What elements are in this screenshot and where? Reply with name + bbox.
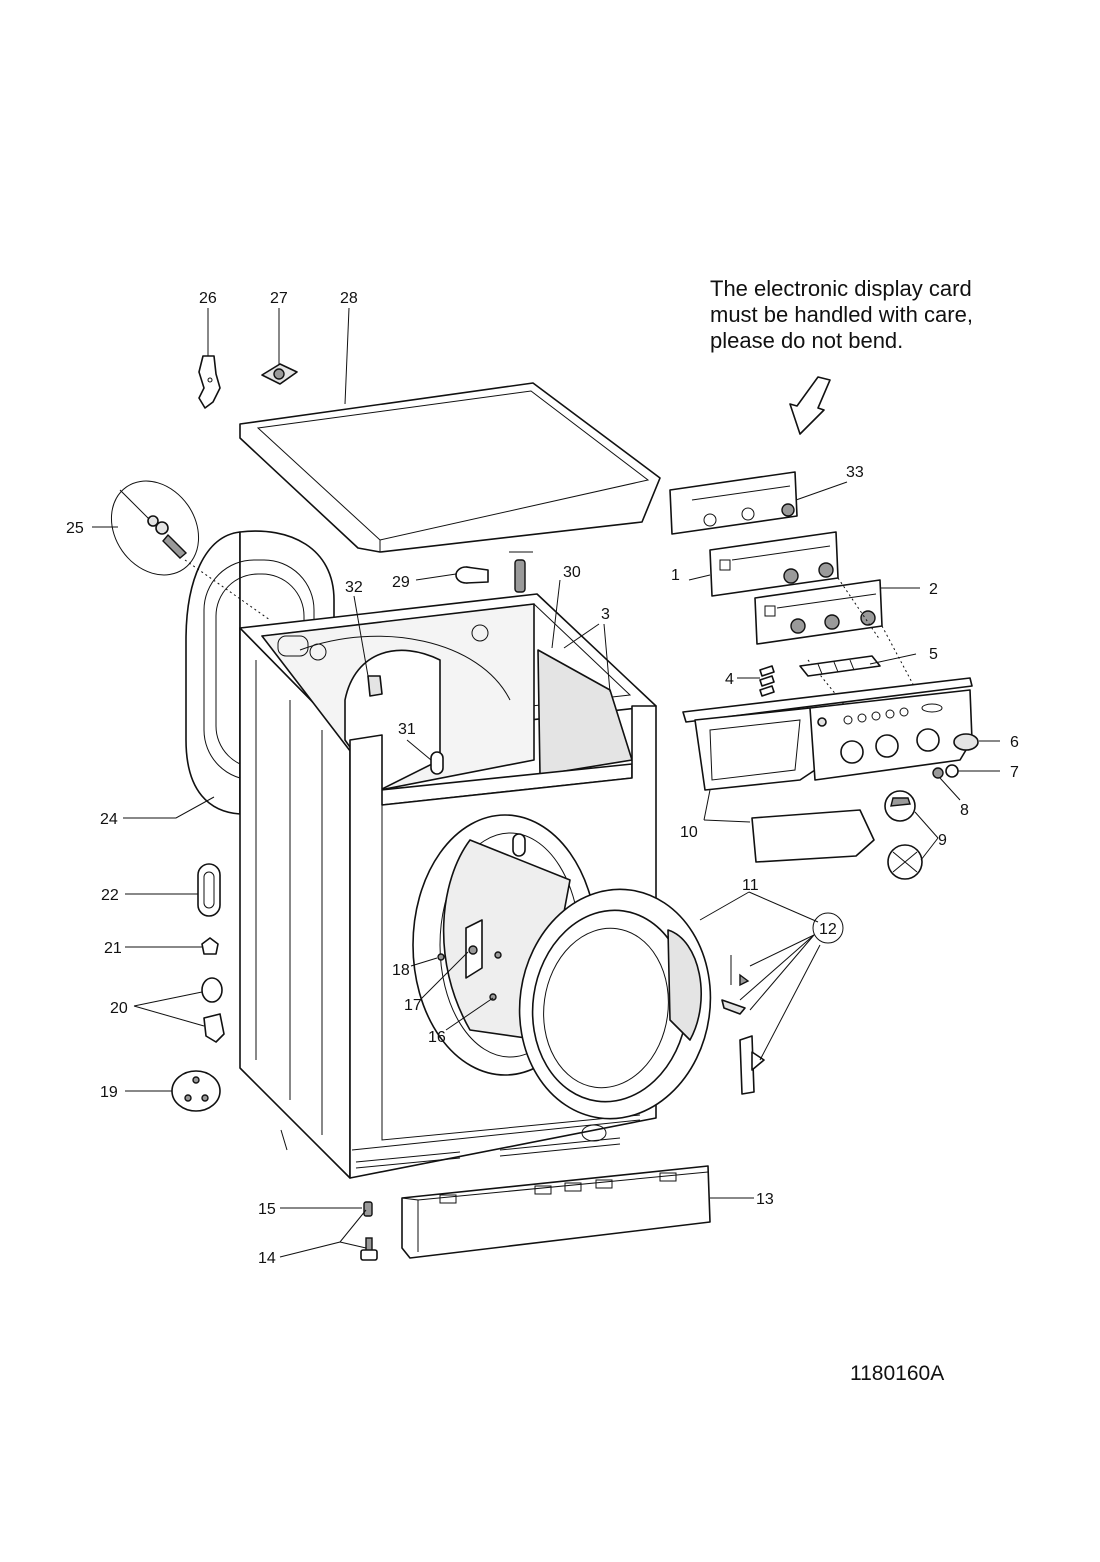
callout-13: 13 <box>756 1191 774 1208</box>
callout-29: 29 <box>392 574 410 591</box>
callout-7: 7 <box>1010 764 1019 781</box>
callout-24: 24 <box>100 811 118 828</box>
drawer-part <box>751 809 875 863</box>
callout-10: 10 <box>680 824 698 841</box>
knob-6-part <box>953 733 979 751</box>
cap-21-part <box>201 937 219 955</box>
foot-14-part <box>360 1237 378 1261</box>
callout-28: 28 <box>340 290 358 307</box>
door-hinge-parts <box>721 955 765 1095</box>
callout-25: 25 <box>66 520 84 537</box>
handling-note-line-2: must be handled with care, <box>710 302 973 327</box>
clip-31-part <box>430 751 444 775</box>
control-panel-part <box>682 677 973 791</box>
callout-26: 26 <box>199 290 217 307</box>
handling-note-line-1: The electronic display card <box>710 276 972 301</box>
callout-22: 22 <box>101 887 119 904</box>
button-8-part <box>932 767 944 779</box>
handling-note: The electronic display card must be hand… <box>710 276 1040 354</box>
callout-18: 18 <box>392 962 410 979</box>
callout-16: 16 <box>428 1029 446 1046</box>
light-pipe-5-part <box>799 655 881 677</box>
callout-9: 9 <box>938 832 947 849</box>
spring-15-part <box>363 1201 373 1217</box>
hinge-clip-part <box>198 355 221 409</box>
callout-15: 15 <box>258 1201 276 1218</box>
knob-9-part <box>884 790 923 880</box>
callout-19: 19 <box>100 1084 118 1101</box>
callout-1: 1 <box>671 567 680 584</box>
cable-tie-part <box>280 1129 288 1151</box>
callout-labels: 1 2 3 4 5 6 7 8 9 10 11 12 13 14 15 16 1… <box>66 290 1019 1267</box>
interlock-part <box>512 833 526 857</box>
hose-kit-part <box>110 480 271 621</box>
callout-11: 11 <box>742 877 759 894</box>
foot-pad-part <box>171 1070 221 1112</box>
display-card-1-part <box>709 531 839 597</box>
callout-20: 20 <box>110 1000 128 1017</box>
callout-32: 32 <box>345 579 363 596</box>
buttons-4-part <box>759 665 775 697</box>
warning-arrow <box>789 376 831 435</box>
callout-33: 33 <box>846 464 864 481</box>
callout-4: 4 <box>725 671 734 688</box>
callout-14: 14 <box>258 1250 276 1267</box>
callout-12-circle <box>812 912 844 944</box>
callout-17: 17 <box>404 997 422 1014</box>
callout-30: 30 <box>563 564 581 581</box>
callout-6: 6 <box>1010 734 1019 751</box>
button-7-part <box>945 764 959 778</box>
plinth-part <box>401 1165 711 1259</box>
callout-2: 2 <box>929 581 938 598</box>
pump-filter-part <box>201 977 225 1043</box>
hose-clamp-part <box>455 566 489 584</box>
document-id: 1180160A <box>850 1362 945 1385</box>
clip-32-part <box>367 675 383 697</box>
callout-5: 5 <box>929 646 938 663</box>
callout-27: 27 <box>270 290 288 307</box>
callout-12: 12 <box>819 921 837 938</box>
callout-21: 21 <box>104 940 122 957</box>
display-card-33-part <box>669 471 798 535</box>
callout-31: 31 <box>398 721 416 738</box>
callout-8: 8 <box>960 802 969 819</box>
lid-bracket-part <box>261 363 298 385</box>
display-card-2-part <box>754 579 883 645</box>
door-lock-part <box>437 919 502 1001</box>
handling-note-line-3: please do not bend. <box>710 328 904 353</box>
top-lid-part <box>239 382 661 553</box>
leader-lines <box>92 307 1000 1258</box>
door-part <box>518 888 712 1120</box>
grommet-22-part <box>197 863 221 917</box>
spring-part <box>509 551 533 593</box>
callout-3: 3 <box>601 606 610 623</box>
